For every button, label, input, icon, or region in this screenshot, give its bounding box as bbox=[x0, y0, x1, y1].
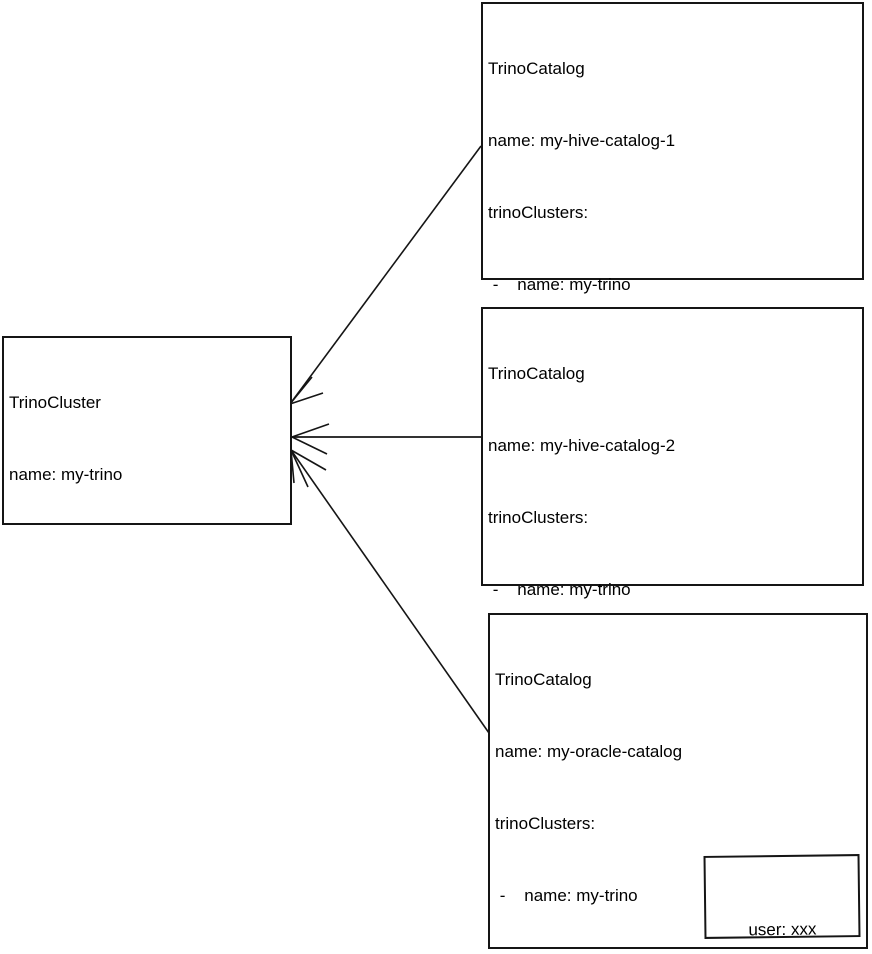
catalog2-line-2: trinoClusters: bbox=[495, 814, 596, 833]
catalog0-line-0: TrinoCatalog bbox=[488, 59, 585, 78]
catalog2-line-3: - name: my-trino bbox=[495, 886, 638, 905]
catalog1-line-3: - name: my-trino bbox=[488, 580, 631, 599]
trino-catalog-node-hive-1[interactable]: TrinoCatalog name: my-hive-catalog-1 tri… bbox=[481, 2, 864, 654]
catalog0-line-3: - name: my-trino bbox=[488, 275, 631, 294]
catalog1-line-2: trinoClusters: bbox=[488, 508, 589, 527]
edge-catalog2-to-cluster bbox=[291, 423, 481, 455]
catalog1-line-1: name: my-hive-catalog-2 bbox=[488, 436, 676, 455]
catalog2-line-1: name: my-oracle-catalog bbox=[495, 742, 683, 761]
secret-text: user: xxx password: xxx bbox=[706, 869, 860, 954]
trino-catalog-oracle-text: TrinoCatalog name: my-oracle-catalog tri… bbox=[495, 620, 787, 954]
trino-cluster-text: TrinoCluster name: my-trino bbox=[9, 343, 122, 535]
catalog1-line-0: TrinoCatalog bbox=[488, 364, 585, 383]
catalog2-line-0: TrinoCatalog bbox=[495, 670, 592, 689]
oracle-credentials-secret-node[interactable]: user: xxx password: xxx bbox=[703, 854, 861, 939]
trino-catalog-node-hive-2[interactable]: TrinoCatalog name: my-hive-catalog-2 tri… bbox=[481, 307, 864, 887]
catalog0-line-1: name: my-hive-catalog-1 bbox=[488, 131, 676, 150]
secret-line-0: user: xxx bbox=[748, 919, 817, 940]
trino-cluster-node[interactable]: TrinoCluster name: my-trino bbox=[2, 336, 292, 525]
edge-catalog1-to-cluster bbox=[289, 145, 482, 405]
trino-cluster-line-0: TrinoCluster bbox=[9, 393, 101, 412]
trino-cluster-line-1: name: my-trino bbox=[9, 465, 123, 484]
edge-catalog3-to-cluster bbox=[290, 449, 490, 734]
trino-catalog-node-oracle[interactable]: TrinoCatalog name: my-oracle-catalog tri… bbox=[488, 613, 868, 949]
catalog0-line-2: trinoClusters: bbox=[488, 203, 589, 222]
